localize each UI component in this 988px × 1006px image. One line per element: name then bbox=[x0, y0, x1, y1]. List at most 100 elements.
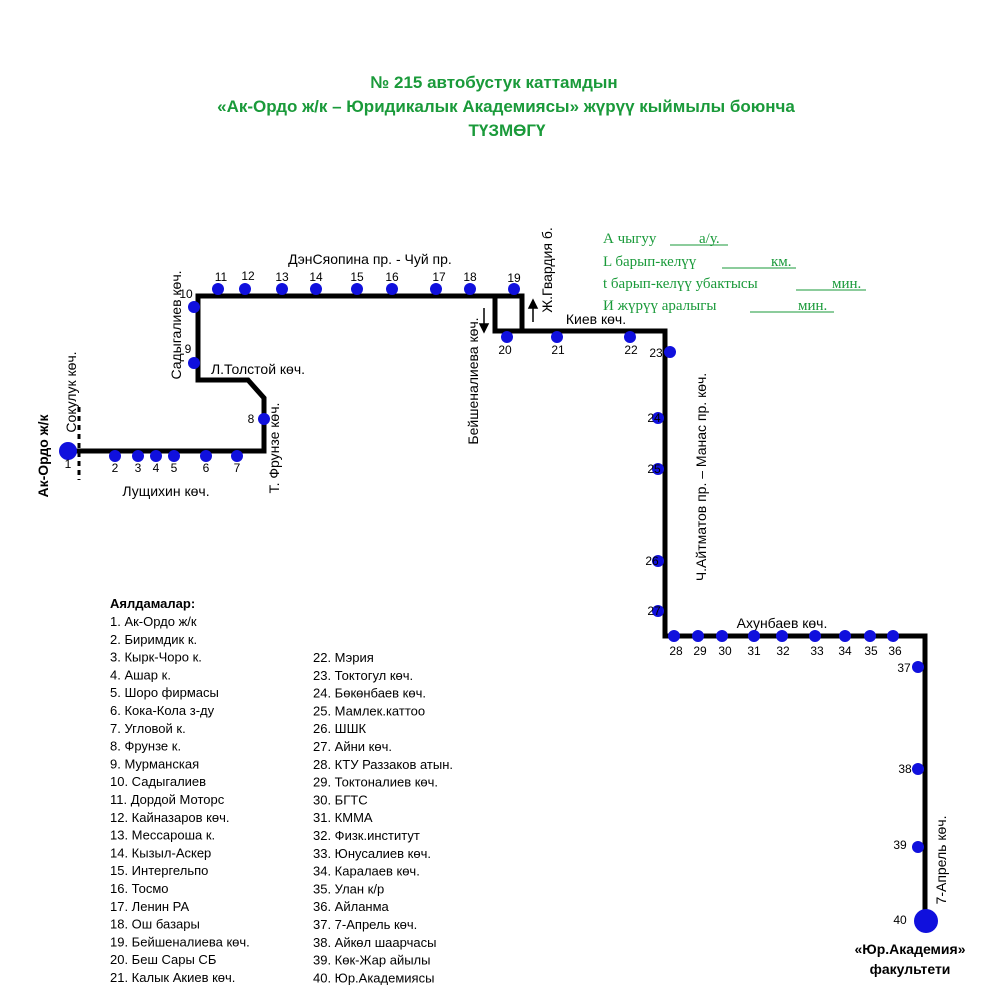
stop-marker-40 bbox=[914, 909, 938, 933]
street-gvardia: Ж.Гвардия б. bbox=[539, 227, 555, 313]
info-a-label: А чыгуу bbox=[603, 231, 657, 247]
stop-list-item-1: 1. Ак-Ордо ж/к bbox=[110, 614, 197, 629]
stop-list-item-27: 27. Айни көч. bbox=[313, 739, 392, 754]
street-beishenalieva: Бейшеналиева көч. bbox=[465, 317, 481, 444]
stop-marker-17 bbox=[430, 283, 442, 295]
route-info: А чыгуу а/у. L барып-келүү км. t барып-к… bbox=[603, 231, 866, 314]
stop-list-item-5: 5. Шоро фирмасы bbox=[110, 685, 219, 700]
stop-marker-4 bbox=[150, 450, 162, 462]
stop-number-23: 23 bbox=[649, 346, 663, 360]
stop-list-item-17: 17. Ленин РА bbox=[110, 899, 189, 914]
stop-list-item-19: 19. Бейшеналиева көч. bbox=[110, 934, 250, 949]
stop-number-12: 12 bbox=[241, 269, 255, 283]
stop-marker-38 bbox=[912, 763, 924, 775]
stop-number-30: 30 bbox=[718, 644, 732, 658]
stops-list: 1. Ак-Ордо ж/к2. Биримдик к.3. Кырк-Чоро… bbox=[110, 614, 453, 985]
stop-list-item-11: 11. Дордой Моторс bbox=[110, 792, 225, 807]
stop-number-11: 11 bbox=[215, 270, 228, 284]
stop-marker-7 bbox=[231, 450, 243, 462]
end-terminal-label-2: факультети bbox=[870, 961, 951, 977]
stop-marker-6 bbox=[200, 450, 212, 462]
stop-number-5: 5 bbox=[171, 461, 178, 475]
stop-marker-3 bbox=[132, 450, 144, 462]
stop-number-2: 2 bbox=[112, 461, 119, 475]
stop-list-item-12: 12. Кайназаров көч. bbox=[110, 810, 229, 825]
stop-marker-15 bbox=[351, 283, 363, 295]
stop-list-item-9: 9. Мурманская bbox=[110, 756, 199, 771]
stop-marker-27 bbox=[652, 605, 664, 617]
stop-list-item-25: 25. Мамлек.каттоо bbox=[313, 703, 425, 718]
stop-list-item-16: 16. Тосмо bbox=[110, 881, 169, 896]
stop-marker-1 bbox=[59, 442, 77, 460]
stop-marker-11 bbox=[212, 283, 224, 295]
stop-marker-22 bbox=[624, 331, 636, 343]
street-aitmatov: Ч.Айтматов пр. – Манас пр. көч. bbox=[693, 373, 709, 581]
title-line-2: «Ак-Ордо ж/к – Юридикалык Академиясы» жү… bbox=[217, 97, 795, 116]
title-line-1: № 215 автобустук каттамдын bbox=[370, 73, 617, 92]
stop-marker-31 bbox=[748, 630, 760, 642]
stop-marker-16 bbox=[386, 283, 398, 295]
stop-marker-30 bbox=[716, 630, 728, 642]
stop-list-item-20: 20. Беш Сары СБ bbox=[110, 952, 216, 967]
stop-number-36: 36 bbox=[888, 644, 902, 658]
stop-list-item-3: 3. Кырк-Чоро к. bbox=[110, 650, 202, 665]
info-a-unit: а/у. bbox=[699, 231, 720, 247]
stop-number-33: 33 bbox=[810, 644, 824, 658]
stop-list-item-8: 8. Фрунзе к. bbox=[110, 739, 181, 754]
stop-list-item-30: 30. БГТС bbox=[313, 792, 368, 807]
stop-number-29: 29 bbox=[693, 644, 707, 658]
stop-marker-34 bbox=[839, 630, 851, 642]
down-arrow-icon bbox=[478, 323, 490, 334]
stop-number-10: 10 bbox=[179, 287, 193, 301]
stop-marker-39 bbox=[912, 841, 924, 853]
stop-list-item-14: 14. Кызыл-Аскер bbox=[110, 845, 211, 860]
stop-list-item-29: 29. Токтоналиев көч. bbox=[313, 775, 438, 790]
stop-number-18: 18 bbox=[463, 270, 477, 284]
info-i-unit: мин. bbox=[798, 298, 827, 314]
stop-list-item-28: 28. КТУ Раззаков атын. bbox=[313, 757, 453, 772]
stop-list-item-33: 33. Юнусалиев көч. bbox=[313, 846, 431, 861]
stop-marker-19 bbox=[508, 283, 520, 295]
stop-marker-32 bbox=[776, 630, 788, 642]
stop-number-14: 14 bbox=[309, 270, 323, 284]
stop-list-item-21: 21. Калык Акиев көч. bbox=[110, 970, 235, 985]
stop-number-28: 28 bbox=[669, 644, 683, 658]
stop-list-item-18: 18. Ош базары bbox=[110, 917, 200, 932]
title-line-3: ТҮЗМӨГҮ bbox=[469, 121, 547, 140]
stop-list-item-13: 13. Мессароша к. bbox=[110, 828, 215, 843]
stop-marker-2 bbox=[109, 450, 121, 462]
stop-number-40: 40 bbox=[893, 913, 907, 927]
stop-list-item-22: 22. Мэрия bbox=[313, 650, 374, 665]
stop-number-15: 15 bbox=[350, 270, 364, 284]
stop-number-38: 38 bbox=[898, 762, 912, 776]
stop-marker-5 bbox=[168, 450, 180, 462]
stop-list-item-15: 15. Интергельпо bbox=[110, 863, 208, 878]
stop-number-34: 34 bbox=[838, 644, 852, 658]
stop-list-item-37: 37. 7-Апрель көч. bbox=[313, 917, 417, 932]
info-l-unit: км. bbox=[771, 254, 792, 270]
stop-marker-23 bbox=[664, 346, 676, 358]
stop-number-20: 20 bbox=[498, 343, 512, 357]
start-terminal-label: Ак-Ордо ж/к bbox=[35, 414, 51, 498]
street-chuy: ДэнСяопина пр. - Чуй пр. bbox=[288, 251, 452, 267]
stop-number-25: 25 bbox=[647, 462, 661, 476]
stop-number-4: 4 bbox=[153, 461, 160, 475]
info-i-label: И жүрүү аралыгы bbox=[603, 298, 716, 314]
stop-number-19: 19 bbox=[507, 271, 521, 285]
street-frunze: Т. Фрунзе көч. bbox=[266, 403, 282, 494]
street-tolstoy: Л.Толстой көч. bbox=[211, 361, 305, 377]
stop-number-35: 35 bbox=[864, 644, 878, 658]
street-kiev: Киев көч. bbox=[566, 311, 626, 327]
stop-number-7: 7 bbox=[234, 461, 241, 475]
stop-number-8: 8 bbox=[248, 412, 255, 426]
stop-number-3: 3 bbox=[135, 461, 142, 475]
stop-number-37: 37 bbox=[897, 661, 911, 675]
direction-arrows bbox=[478, 298, 539, 334]
stop-marker-24 bbox=[652, 412, 664, 424]
stop-list-item-32: 32. Физк.институт bbox=[313, 828, 420, 843]
street-lushchikhin: Лущихин көч. bbox=[122, 483, 209, 499]
stop-number-13: 13 bbox=[275, 270, 289, 284]
stop-list-item-39: 39. Көк-Жар айылы bbox=[313, 953, 431, 968]
stop-list-item-10: 10. Садыгалиев bbox=[110, 774, 206, 789]
